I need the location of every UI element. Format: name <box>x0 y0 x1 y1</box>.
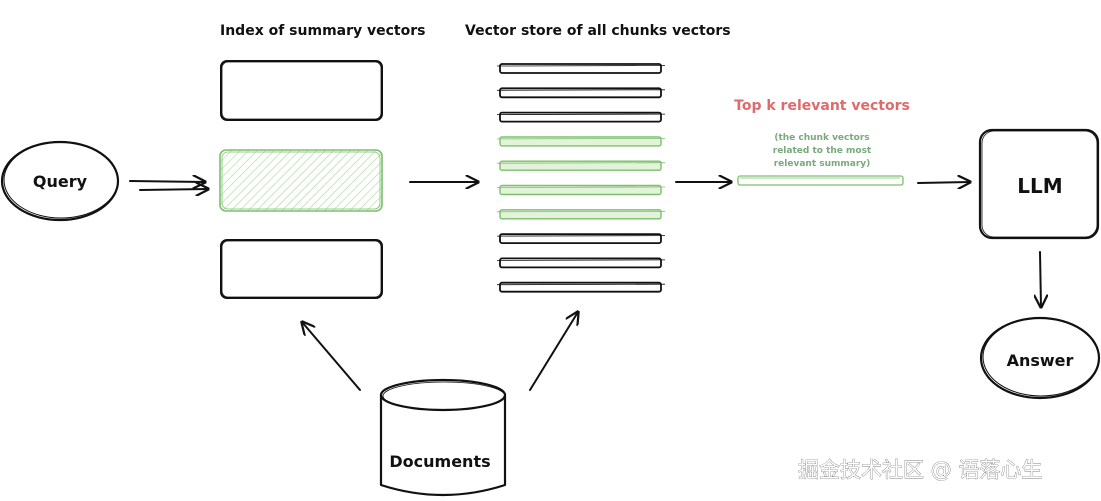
chunk-vector-bar <box>496 281 666 293</box>
documents-to-index-arrow <box>302 322 361 391</box>
summary-vector-box-highlighted <box>219 149 383 212</box>
summary-vector-box <box>220 60 383 121</box>
query-node: Query <box>0 140 120 222</box>
chunk-vector-bar <box>496 63 666 74</box>
query-label: Query <box>33 172 88 191</box>
llm-to-answer-arrow <box>1040 251 1041 307</box>
chunk-vector-bar <box>496 111 666 123</box>
summary-index <box>219 60 383 299</box>
chunk-vector-bar <box>496 257 666 269</box>
topk-vector-bar <box>737 175 904 186</box>
summary-vector-box <box>220 239 383 299</box>
chunk-vector-bar <box>496 233 666 245</box>
answer-node: Answer <box>979 316 1101 400</box>
index-title: Index of summary vectors <box>220 23 425 39</box>
topk-to-llm-arrow <box>917 182 970 183</box>
chunk-vector-bar-highlighted <box>496 184 666 196</box>
chunk-vector-bar-highlighted <box>496 160 666 171</box>
vector-store <box>496 63 666 293</box>
vector-store-title: Vector store of all chunks vectors <box>465 23 731 39</box>
topk-note-line-1: (the chunk vectors <box>774 133 869 143</box>
llm-label: LLM <box>1017 174 1062 198</box>
topk-note-line-3: relevant summary) <box>774 159 871 169</box>
chunk-vector-bar-highlighted <box>496 136 666 147</box>
documents-to-store-arrow <box>529 312 578 391</box>
llm-node: LLM <box>978 128 1100 240</box>
chunk-vector-bar <box>496 87 666 99</box>
answer-label: Answer <box>1007 351 1074 370</box>
topk-title: Top k relevant vectors <box>734 98 910 114</box>
chunk-vector-bar-highlighted <box>496 209 666 220</box>
topk-note-line-2: related to the most <box>773 146 872 156</box>
documents-label: Documents <box>389 452 490 471</box>
documents-node: Documents <box>379 378 507 497</box>
watermark: 掘金技术社区 @ 语落心生 <box>798 458 1042 482</box>
query-to-index-arrows <box>129 181 208 190</box>
